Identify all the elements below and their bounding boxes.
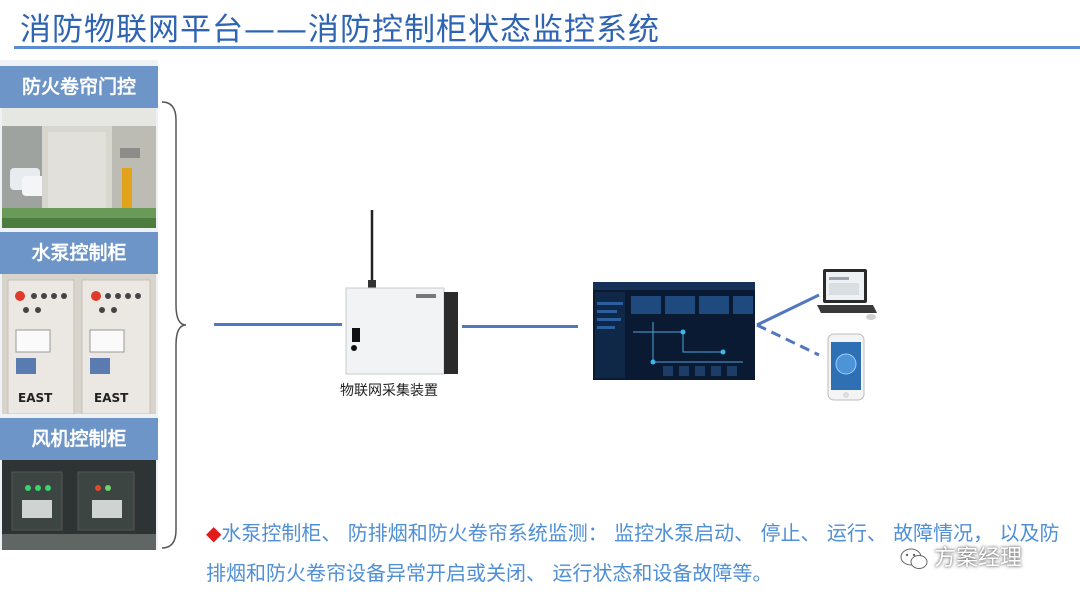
watermark-text: 方案经理 — [934, 546, 1023, 571]
laptop-icon — [817, 269, 877, 320]
note-text: 水泵控制柜、 防排烟和防火卷帘系统监测： 监控水泵启动、 停止、 运行、 故障情… — [206, 521, 1060, 585]
water-pump-cabinet-photo: EAST EAST — [2, 274, 156, 414]
connector-line-2 — [462, 325, 578, 328]
monitoring-platform-screen — [593, 282, 755, 380]
watermark: 方案经理 — [900, 540, 1022, 572]
wechat-icon — [900, 548, 928, 569]
equipment-column: 防火卷帘门控 水泵控制柜 EAST EAST 风机控制柜 — [0, 60, 158, 550]
fire-shutter-photo — [2, 108, 156, 228]
cabinet-brand-right: EAST — [94, 391, 129, 405]
bracket-brace — [161, 101, 187, 549]
device-caption: 物联网采集装置 — [340, 383, 438, 399]
smartphone-icon — [827, 333, 865, 401]
page-title: 消防物联网平台——消防控制柜状态监控系统 — [20, 12, 660, 48]
connector-line-1 — [214, 323, 342, 326]
iot-collector-device — [345, 210, 458, 375]
terminal-links — [756, 293, 820, 357]
panel-label-water-pump: 水泵控制柜 — [0, 232, 158, 274]
cabinet-brand-left: EAST — [18, 391, 53, 405]
panel-label-fan: 风机控制柜 — [0, 418, 158, 460]
title-rule — [14, 46, 1080, 49]
description-note: ◆水泵控制柜、 防排烟和防火卷帘系统监测： 监控水泵启动、 停止、 运行、 故障… — [206, 513, 1076, 593]
note-marker: ◆ — [206, 521, 222, 545]
panel-label-fire-shutter: 防火卷帘门控 — [0, 66, 158, 108]
fan-cabinet-photo — [2, 460, 156, 550]
